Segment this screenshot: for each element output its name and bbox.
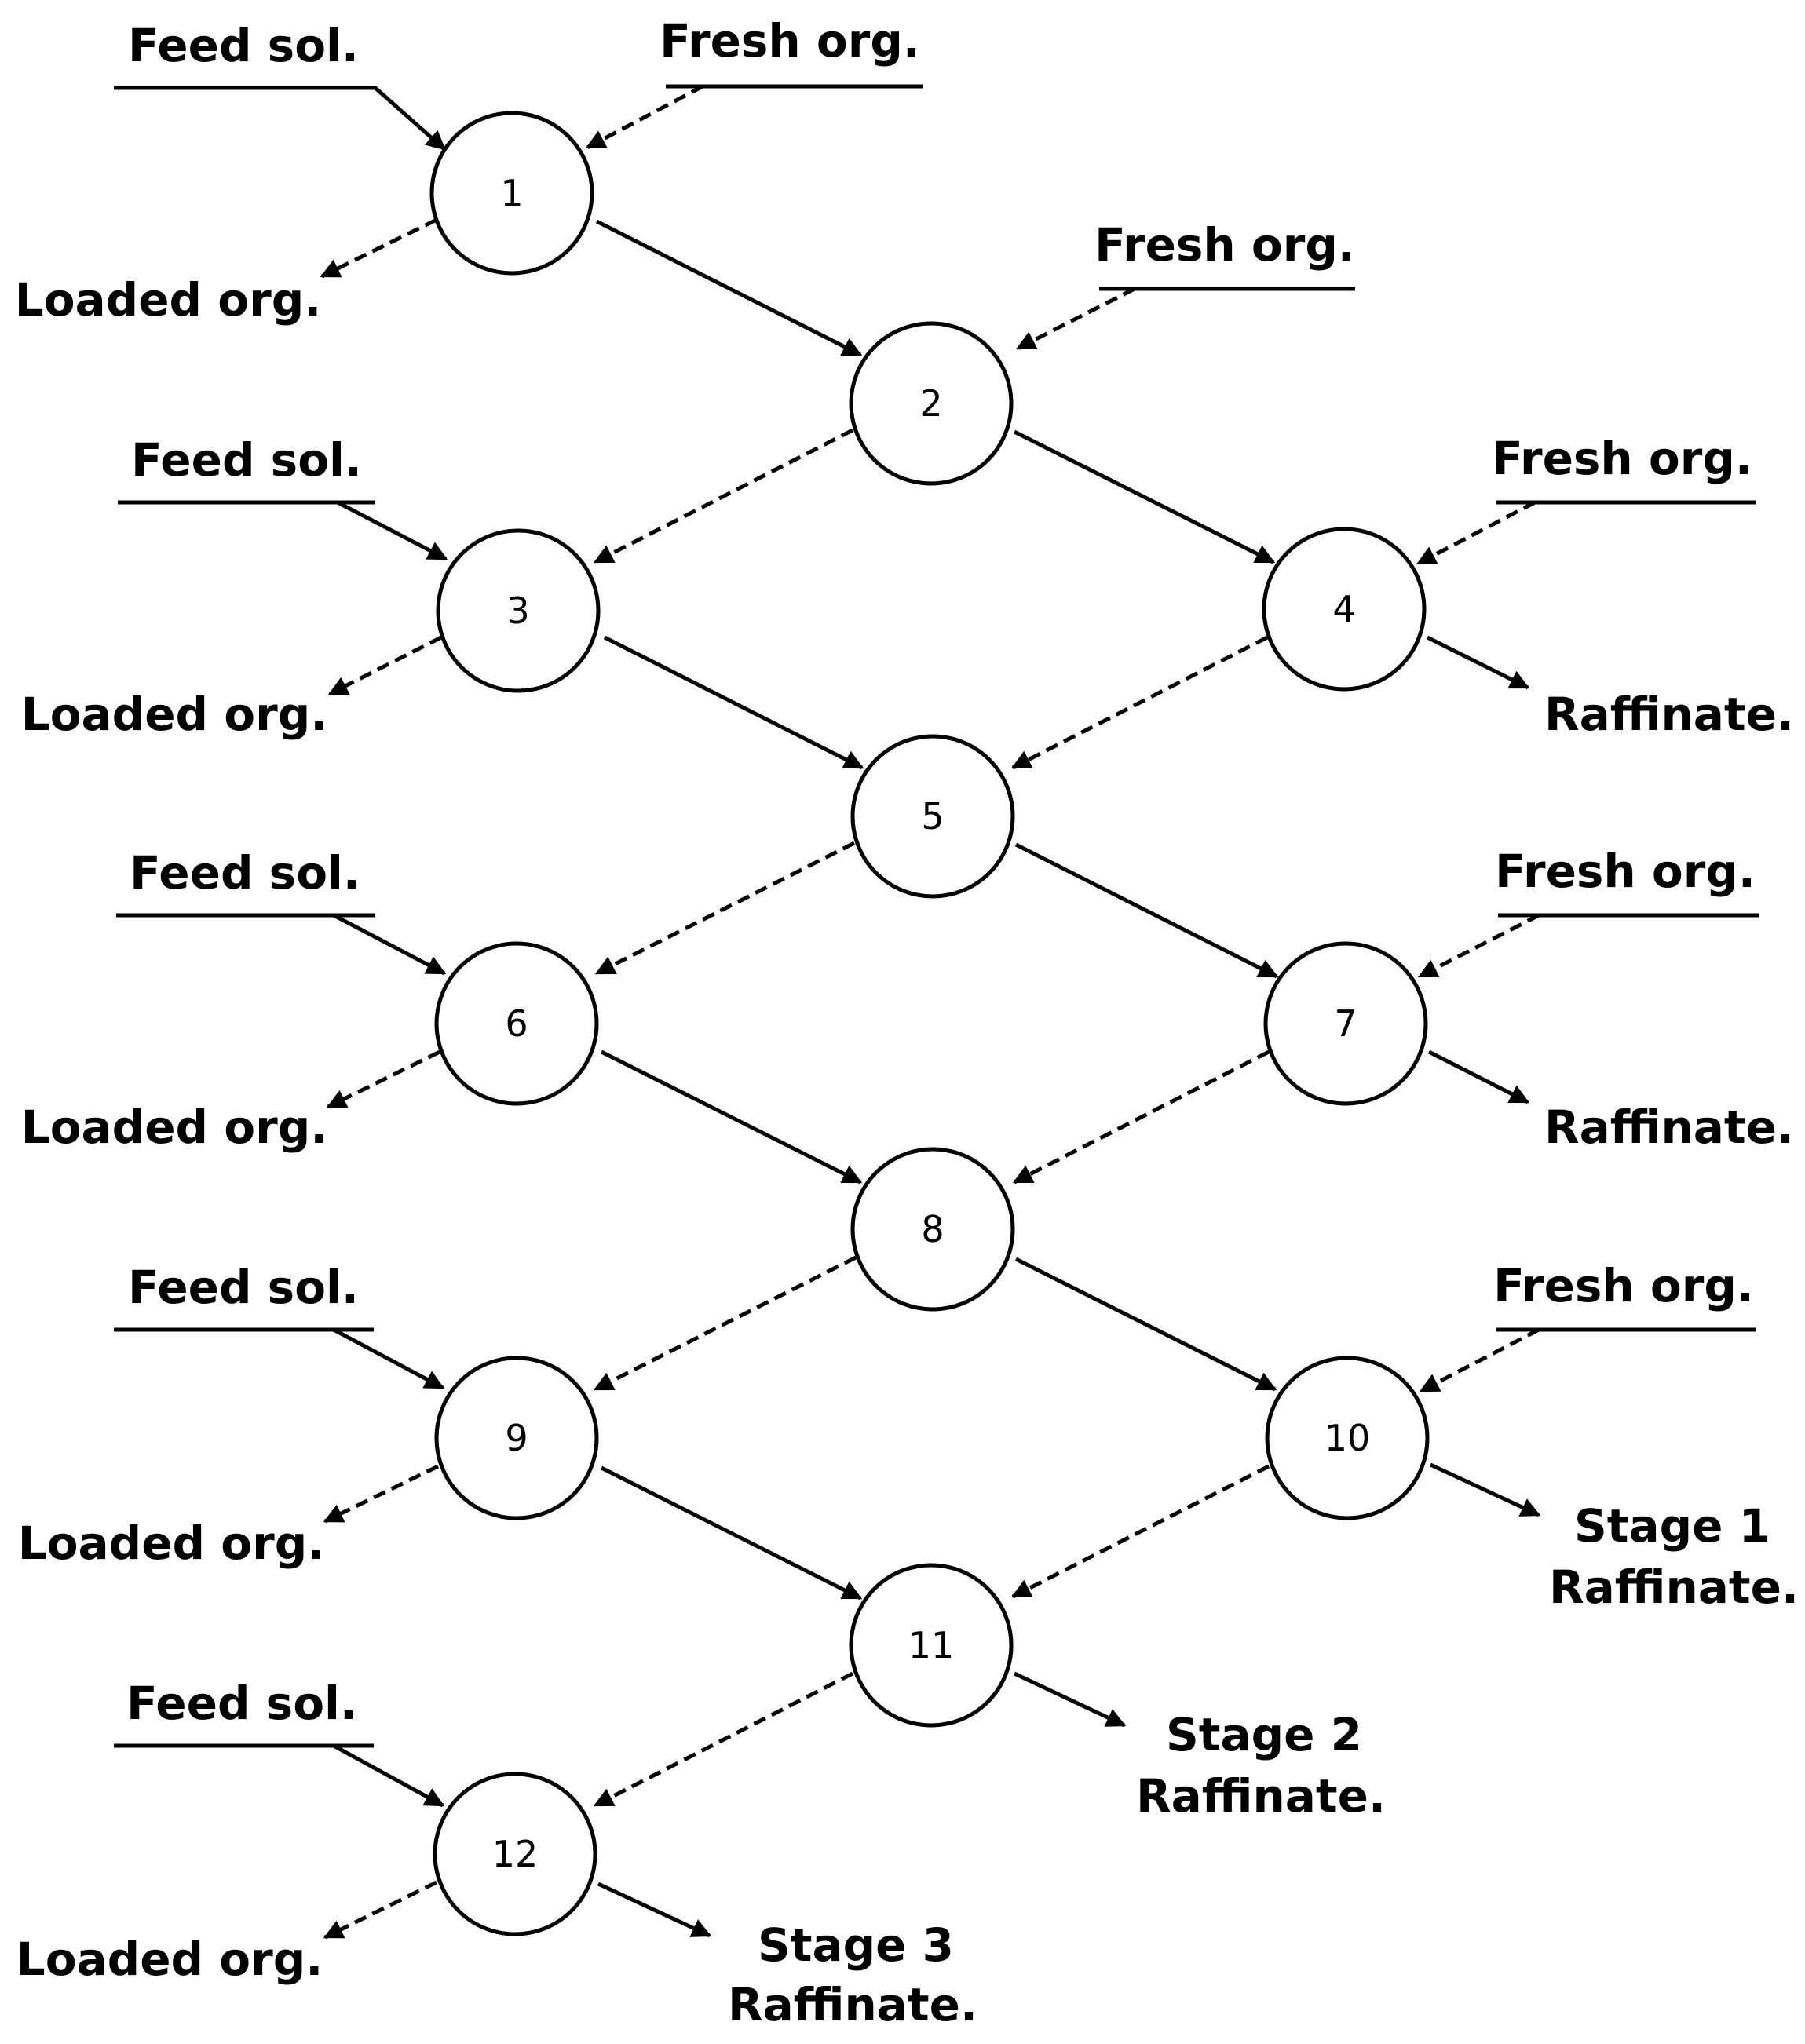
aqueous-arrow-5-7 [1014, 842, 1279, 979]
stream-labels: Feed sol. Feed sol. Feed sol. Feed sol. … [15, 14, 1799, 2031]
stage-label-8: 8 [921, 1208, 944, 1250]
aqueous-arrow-9-11 [600, 1465, 863, 1601]
stage1-label: Stage 1 [1574, 1499, 1770, 1553]
loaded-org-label-6: Loaded org. [21, 1100, 328, 1154]
loaded-org-arrow-3 [327, 635, 443, 696]
loaded-org-arrow-1 [320, 217, 438, 279]
stage-node-1: 1 [429, 111, 594, 276]
feed-sol-label-3: Feed sol. [131, 433, 362, 487]
loaded-org-arrow-6 [326, 1049, 441, 1109]
stage-label-3: 3 [506, 589, 529, 632]
stage3-raffinate-label: Raffinate. [728, 1978, 977, 2031]
feed-arrow-12 [114, 1743, 445, 1808]
raffinate-label-7: Raffinate. [1544, 1100, 1794, 1154]
stage-node-5: 5 [850, 734, 1015, 899]
raffinate-arrow-7 [1427, 1049, 1530, 1104]
stage-nodes: 1 2 3 4 5 6 7 8 [429, 111, 1430, 1936]
stage-node-6: 6 [434, 941, 599, 1106]
feed-arrow-1 [114, 86, 446, 151]
stage-label-12: 12 [492, 1833, 539, 1875]
stage-label-6: 6 [505, 1002, 528, 1045]
organic-arrow-5-6 [594, 841, 856, 976]
loaded-org-label-1: Loaded org. [15, 273, 322, 327]
organic-streams [320, 84, 1540, 1940]
stage-label-7: 7 [1334, 1002, 1357, 1045]
feed-sol-label-9: Feed sol. [128, 1261, 359, 1314]
feed-arrow-6 [116, 913, 447, 976]
raffinate-arrow-10 [1429, 1462, 1541, 1517]
stage-node-4: 4 [1262, 527, 1427, 692]
label-underlines [114, 84, 1759, 1748]
feed-arrow-9 [114, 1327, 445, 1390]
stage-label-2: 2 [919, 382, 942, 425]
aqueous-arrow-2-4 [1013, 429, 1276, 564]
stage-label-1: 1 [500, 172, 523, 214]
stage-node-12: 12 [433, 1772, 597, 1936]
organic-arrow-7-8 [1012, 1049, 1270, 1184]
stage-label-10: 10 [1325, 1417, 1371, 1459]
stage-node-9: 9 [434, 1356, 599, 1520]
organic-arrow-11-12 [593, 1671, 854, 1808]
fresh-org-label-4: Fresh org. [1492, 432, 1752, 485]
organic-arrow-2-3 [593, 428, 854, 564]
feed-sol-label-1: Feed sol. [128, 19, 359, 72]
organic-arrow-8-9 [593, 1255, 857, 1392]
raffinate-label-4: Raffinate. [1544, 688, 1794, 741]
fresh-org-label-7: Fresh org. [1495, 845, 1756, 898]
feed-arrow-3 [118, 500, 448, 561]
stage-node-3: 3 [436, 528, 601, 693]
stage1-raffinate-label: Raffinate. [1549, 1560, 1799, 1614]
stage-label-5: 5 [921, 795, 944, 838]
stage3-label: Stage 3 [758, 1918, 954, 1972]
fresh-org-arrow-4 [1416, 500, 1536, 566]
aqueous-arrow-6-8 [600, 1049, 863, 1184]
loaded-org-label-12: Loaded org. [16, 1933, 323, 1986]
loaded-org-arrow-9 [323, 1464, 440, 1524]
stage-label-11: 11 [908, 1624, 955, 1666]
fresh-org-label-10: Fresh org. [1493, 1259, 1754, 1312]
organic-arrow-4-5 [1010, 635, 1269, 770]
aqueous-arrow-1-2 [595, 219, 863, 357]
stage-node-2: 2 [849, 321, 1014, 486]
stage2-raffinate-label: Raffinate. [1136, 1769, 1386, 1823]
stage2-label: Stage 2 [1166, 1708, 1362, 1761]
loaded-org-label-3: Loaded org. [21, 688, 328, 741]
fresh-org-arrow-1 [585, 84, 704, 150]
stage-node-10: 10 [1265, 1356, 1430, 1520]
stage-label-9: 9 [505, 1417, 528, 1459]
fresh-org-arrow-2 [1015, 287, 1136, 351]
raffinate-arrow-11 [1013, 1671, 1127, 1728]
stage-node-8: 8 [850, 1147, 1015, 1312]
fresh-org-arrow-10 [1419, 1327, 1540, 1393]
feed-sol-label-12: Feed sol. [126, 1677, 357, 1730]
fresh-org-arrow-7 [1417, 913, 1540, 979]
stage-node-11: 11 [849, 1563, 1014, 1728]
fresh-org-label-1: Fresh org. [660, 14, 920, 68]
stage-node-7: 7 [1263, 941, 1428, 1106]
raffinate-arrow-4 [1426, 635, 1530, 690]
aqueous-arrow-8-10 [1014, 1257, 1277, 1392]
loaded-org-label-9: Loaded org. [18, 1517, 325, 1570]
feed-sol-label-6: Feed sol. [130, 846, 360, 900]
raffinate-arrow-12 [597, 1882, 712, 1938]
loaded-org-arrow-12 [323, 1880, 438, 1940]
aqueous-arrow-3-5 [603, 635, 864, 770]
stage-label-4: 4 [1332, 588, 1355, 630]
fresh-org-label-2: Fresh org. [1094, 218, 1355, 272]
organic-arrow-10-11 [1010, 1464, 1270, 1599]
